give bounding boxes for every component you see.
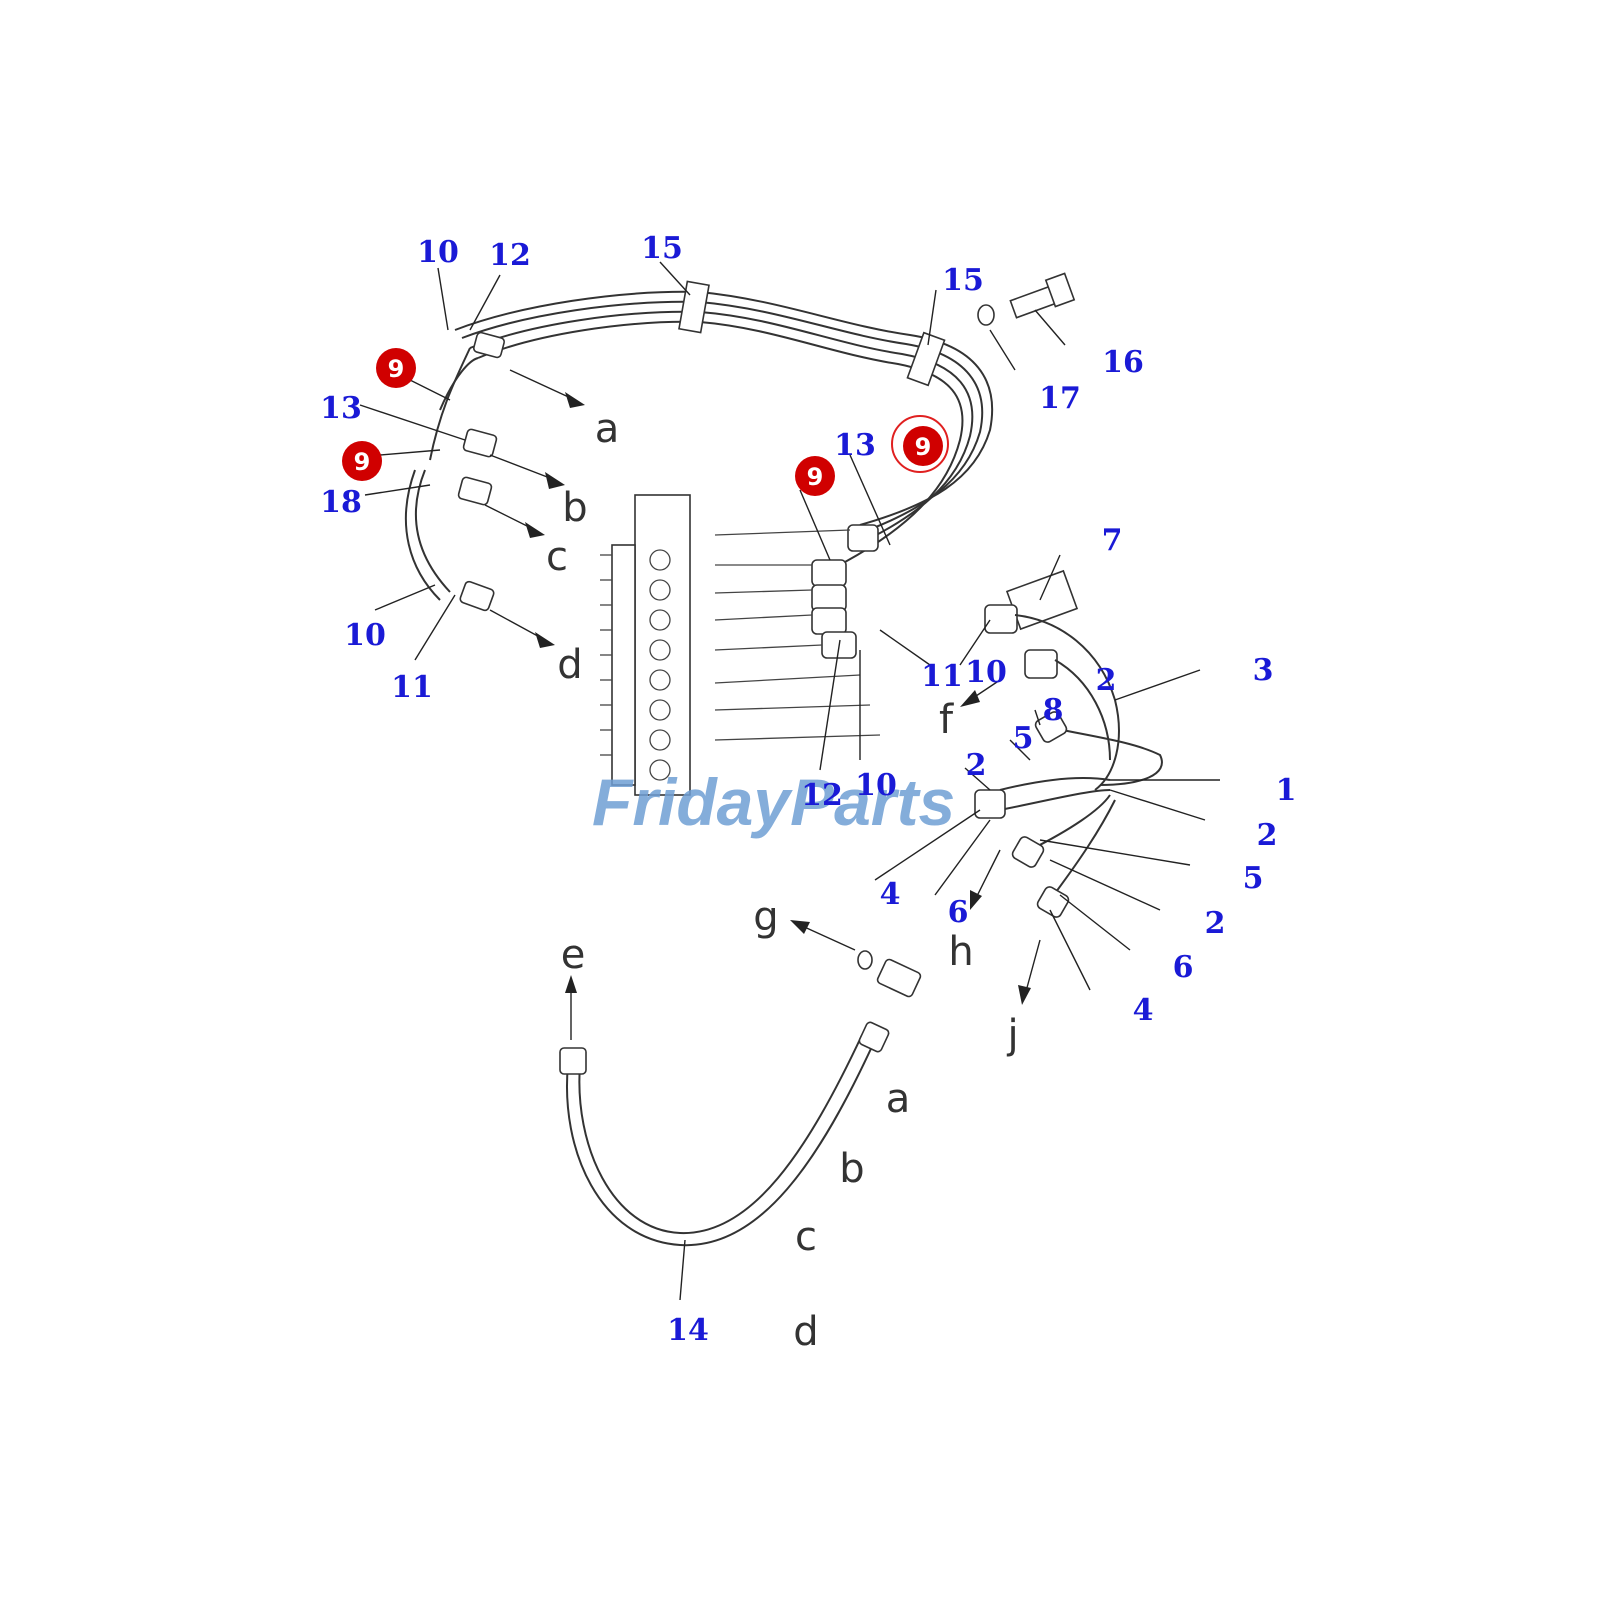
callout-number: 15	[641, 231, 683, 266]
badge-label: 9	[915, 433, 932, 461]
callout-number: 17	[1039, 381, 1081, 416]
callout-number: 8	[1043, 693, 1064, 728]
callout-number: 10	[855, 768, 897, 803]
callout-number: 10	[417, 235, 459, 270]
callout-number: 12	[801, 778, 843, 813]
connection-letter: c	[546, 534, 568, 580]
callout-number: 15	[942, 263, 984, 298]
callout-number: 3	[1253, 653, 1274, 688]
callout-number: 10	[344, 618, 386, 653]
right-hose-group	[857, 569, 1163, 998]
callout-number: 2	[1096, 663, 1117, 698]
leader-lines	[359, 261, 1220, 1301]
connection-letter: f	[939, 697, 954, 743]
connection-letter: e	[561, 932, 586, 978]
connection-letter: d	[557, 642, 582, 688]
badge-label: 9	[807, 463, 824, 491]
callout-number: 13	[320, 391, 362, 426]
callout-numbers: 10 12 15 15 16 17 13 18 10 11 13 7 3 11 …	[320, 231, 1296, 1348]
lower-hose-14	[559, 1021, 890, 1247]
badge-label: 9	[388, 355, 405, 383]
badge-2: 9	[342, 441, 382, 481]
connection-letter: b	[839, 1146, 864, 1192]
callout-number: 12	[489, 238, 531, 273]
upper-hose-bundle	[404, 272, 1076, 659]
connection-letters: a b c d f g h j e a b c d	[546, 406, 1019, 1355]
watermark-logo: FridayParts	[592, 765, 955, 839]
connection-letter: d	[793, 1309, 818, 1355]
callout-number: 6	[1173, 950, 1194, 985]
watermark-text: FridayParts	[592, 765, 955, 839]
callout-number: 11	[391, 670, 433, 705]
connection-letter: h	[948, 929, 973, 975]
badge-1: 9	[376, 348, 416, 388]
connection-letter: c	[795, 1214, 817, 1260]
callout-number: 11	[921, 659, 963, 694]
callout-number: 4	[880, 877, 901, 912]
callout-number: 10	[965, 655, 1007, 690]
callout-number: 5	[1013, 721, 1034, 756]
connection-letter: a	[595, 406, 620, 452]
callout-number: 14	[667, 1313, 709, 1348]
callout-number: 2	[1257, 818, 1278, 853]
connection-letter: b	[562, 485, 587, 531]
badge-label: 9	[354, 448, 371, 476]
callout-number: 5	[1243, 861, 1264, 896]
callout-number: 7	[1102, 523, 1123, 558]
direction-arrows	[484, 369, 1041, 1040]
callout-number: 13	[834, 428, 876, 463]
callout-number: 18	[320, 485, 362, 520]
badge-4: 9	[891, 415, 949, 473]
control-valve-block	[600, 494, 881, 796]
badge-3: 9	[795, 456, 835, 496]
connection-letter: g	[753, 894, 778, 940]
callout-number: 1	[1276, 773, 1297, 808]
connection-letter: a	[886, 1076, 911, 1122]
connection-letter: j	[1006, 1012, 1018, 1058]
callout-number: 6	[948, 895, 969, 930]
callout-number: 4	[1133, 993, 1154, 1028]
callout-number: 2	[1205, 906, 1226, 941]
callout-number: 16	[1102, 345, 1144, 380]
callout-number: 2	[966, 748, 987, 783]
